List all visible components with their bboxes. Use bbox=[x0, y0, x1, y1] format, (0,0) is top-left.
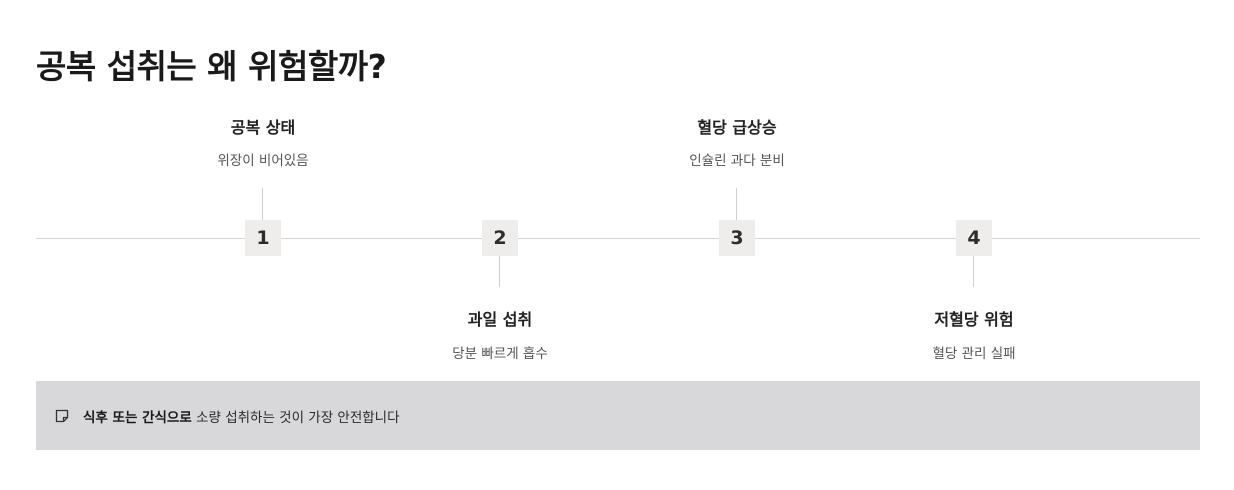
timeline-diagram: 공복 상태 위장이 비어있음 1 2 과일 섭취 당분 빠르게 흡수 혈당 급상… bbox=[36, 118, 1200, 362]
step-connector bbox=[736, 188, 737, 220]
step-description: 위장이 비어있음 bbox=[217, 153, 309, 169]
step-connector bbox=[262, 188, 263, 220]
step-connector bbox=[499, 256, 500, 287]
timeline-axis bbox=[36, 238, 1200, 239]
step-number-badge: 2 bbox=[482, 220, 518, 256]
step-number-badge: 1 bbox=[245, 220, 281, 256]
step-label: 혈당 급상승 bbox=[697, 118, 777, 137]
tip-text-rest: 소량 섭취하는 것이 가장 안전합니다 bbox=[191, 409, 400, 426]
tip-text: 식후 또는 간식으로 소량 섭취하는 것이 가장 안전합니다 bbox=[83, 406, 400, 426]
page-title: 공복 섭취는 왜 위험할까? bbox=[36, 47, 387, 86]
step-label: 저혈당 위험 bbox=[934, 310, 1014, 329]
note-icon bbox=[54, 408, 70, 424]
tip-callout: 식후 또는 간식으로 소량 섭취하는 것이 가장 안전합니다 bbox=[36, 381, 1200, 450]
step-number-badge: 4 bbox=[956, 220, 992, 256]
step-label: 공복 상태 bbox=[230, 118, 296, 137]
step-number-badge: 3 bbox=[719, 220, 755, 256]
tip-text-emphasis: 식후 또는 간식으로 bbox=[83, 409, 192, 426]
step-description: 인슐린 과다 분비 bbox=[689, 153, 785, 169]
step-description: 혈당 관리 실패 bbox=[932, 346, 1016, 362]
step-label: 과일 섭취 bbox=[467, 310, 533, 329]
step-description: 당분 빠르게 흡수 bbox=[452, 346, 548, 362]
step-connector bbox=[973, 256, 974, 287]
